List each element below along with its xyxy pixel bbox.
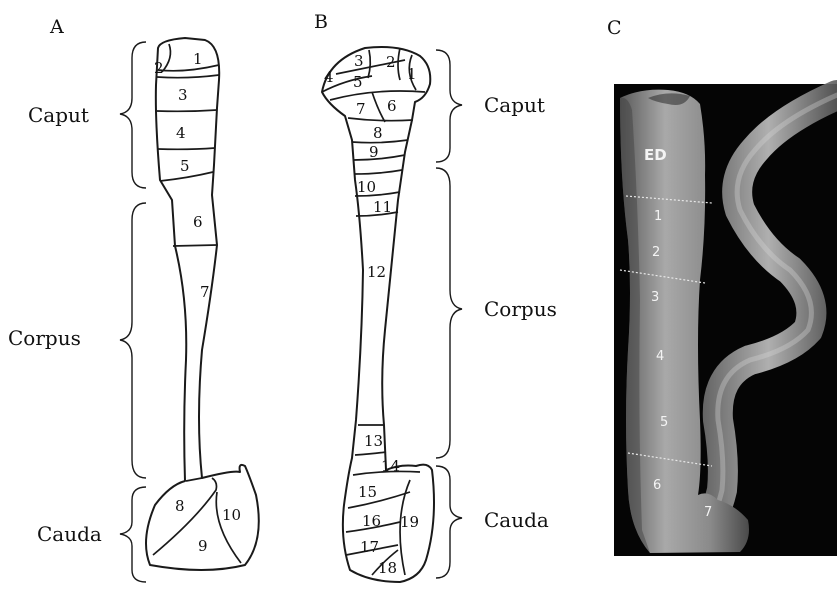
panel-a-caput-label: Caput xyxy=(28,103,89,127)
panel-a-label: A xyxy=(49,16,64,38)
panel-b-divider xyxy=(355,452,386,455)
panel-b-divider xyxy=(330,91,425,100)
panel-b-seg-9: 9 xyxy=(369,143,379,161)
panel-a-seg-4: 4 xyxy=(176,124,186,142)
panel-a-divider xyxy=(186,478,202,481)
panel-a-divider xyxy=(157,110,217,111)
panel-a-brace-corpus xyxy=(120,203,146,478)
panel-b-divider xyxy=(354,155,405,160)
panel-b-seg-5: 5 xyxy=(353,73,363,91)
panel-b-seg-14: 14 xyxy=(381,457,400,475)
panel-b-seg-1: 1 xyxy=(407,65,417,83)
panel-b-seg-7: 7 xyxy=(356,100,366,118)
panel-c-label-5: 5 xyxy=(660,415,668,430)
panel-b-divider xyxy=(348,118,413,121)
panel-c-label-3: 3 xyxy=(651,290,659,305)
panel-a-divider xyxy=(216,492,241,563)
panel-a-divider xyxy=(157,75,219,78)
panel-b-seg-4: 4 xyxy=(324,68,334,86)
panel-a-seg-1: 1 xyxy=(193,50,203,68)
panel-a-divider xyxy=(158,148,215,149)
panel-b-divider xyxy=(354,170,402,174)
panel-c-label-1: 1 xyxy=(654,209,662,224)
panel-c-label-ed: ED xyxy=(644,146,667,164)
panel-c-label-2: 2 xyxy=(652,245,660,260)
panel-b-seg-13: 13 xyxy=(364,432,383,450)
panel-a-seg-9: 9 xyxy=(198,537,208,555)
panel-b-divider xyxy=(368,50,370,78)
panel-b-seg-8: 8 xyxy=(373,124,383,142)
panel-c-label-7: 7 xyxy=(704,505,712,520)
panel-b-cauda-label: Cauda xyxy=(484,508,549,532)
panel-b-seg-16: 16 xyxy=(362,512,381,530)
panel-a-seg-7: 7 xyxy=(200,283,210,301)
panel-b-label: B xyxy=(314,11,328,33)
panel-b-divider xyxy=(372,92,385,122)
panel-c-label: C xyxy=(607,17,622,39)
panel-b-seg-11: 11 xyxy=(373,198,392,216)
panel-b: B 2 3 4 5 1 6 7 8 9 10 11 12 xyxy=(314,11,557,582)
panel-a-seg-10: 10 xyxy=(222,506,241,524)
panel-b-seg-2: 2 xyxy=(386,53,396,71)
panel-a-seg-3: 3 xyxy=(178,86,188,104)
panel-a-brace-cauda xyxy=(120,487,146,582)
panel-a: A 1 2 3 4 5 6 7 8 9 10 Caput Corpus Caud… xyxy=(8,16,259,582)
panel-b-seg-10: 10 xyxy=(357,178,376,196)
panel-b-brace-cauda xyxy=(436,466,462,578)
panel-a-seg-6: 6 xyxy=(193,213,203,231)
panel-b-seg-12: 12 xyxy=(367,263,386,281)
panel-b-caput-label: Caput xyxy=(484,93,545,117)
panel-b-seg-19: 19 xyxy=(400,513,419,531)
panel-b-brace-caput xyxy=(436,50,462,162)
panel-a-seg-8: 8 xyxy=(175,497,185,515)
panel-a-corpus-label: Corpus xyxy=(8,326,81,350)
panel-c-label-4: 4 xyxy=(656,349,664,364)
panel-a-seg-5: 5 xyxy=(180,157,190,175)
panel-a-brace-caput xyxy=(120,42,146,188)
panel-a-cauda-label: Cauda xyxy=(37,522,102,546)
panel-b-seg-18: 18 xyxy=(378,559,397,577)
panel-b-corpus-label: Corpus xyxy=(484,297,557,321)
panel-b-seg-15: 15 xyxy=(358,483,377,501)
panel-b-seg-3: 3 xyxy=(354,52,364,70)
panel-a-epididymis-outline xyxy=(146,38,259,570)
panel-b-seg-6: 6 xyxy=(387,97,397,115)
panel-a-seg-2: 2 xyxy=(154,59,164,77)
panel-b-divider xyxy=(398,48,400,80)
panel-b-seg-17: 17 xyxy=(360,538,379,556)
panel-a-divider xyxy=(173,245,217,246)
panel-c-label-6: 6 xyxy=(653,478,661,493)
panel-b-brace-corpus xyxy=(436,168,462,458)
panel-c: C ED 1 2 3 4 5 6 7 xyxy=(607,17,837,556)
